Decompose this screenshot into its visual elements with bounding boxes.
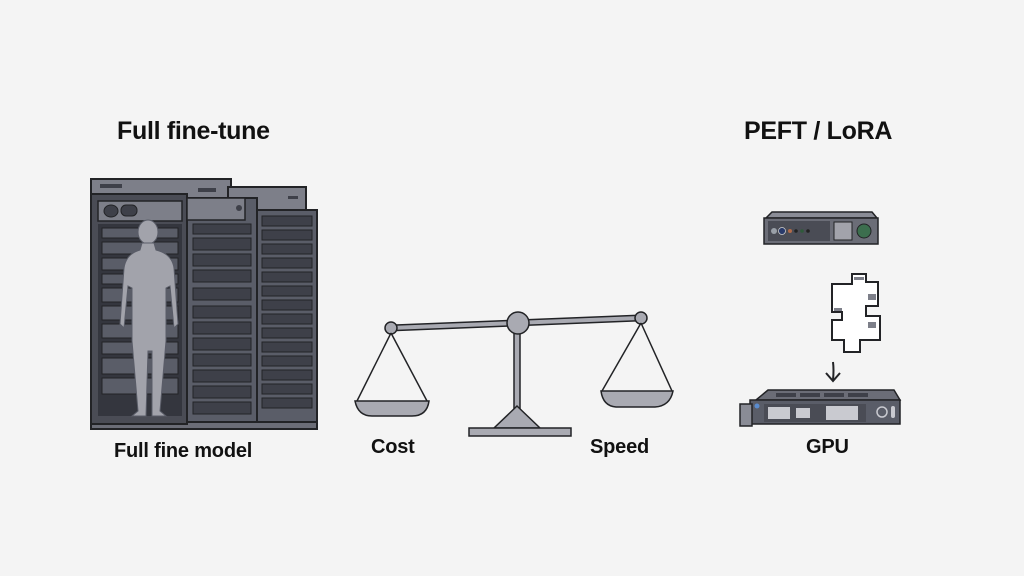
full-fine-tune-title: Full fine-tune xyxy=(117,117,270,145)
down-arrow-icon xyxy=(825,361,841,383)
full-fine-model-caption: Full fine model xyxy=(114,440,253,462)
gpu-caption: GPU xyxy=(806,436,849,458)
human-silhouette-icon xyxy=(119,219,179,417)
lora-adapter-icon xyxy=(831,273,881,353)
balance-scale-icon xyxy=(354,311,674,437)
gpu-icon xyxy=(739,389,902,427)
network-device-icon xyxy=(763,211,879,245)
speed-label: Speed xyxy=(590,436,650,458)
server-rack-icon xyxy=(90,178,318,430)
peft-lora-title: PEFT / LoRA xyxy=(744,117,893,145)
cost-label: Cost xyxy=(371,436,415,458)
